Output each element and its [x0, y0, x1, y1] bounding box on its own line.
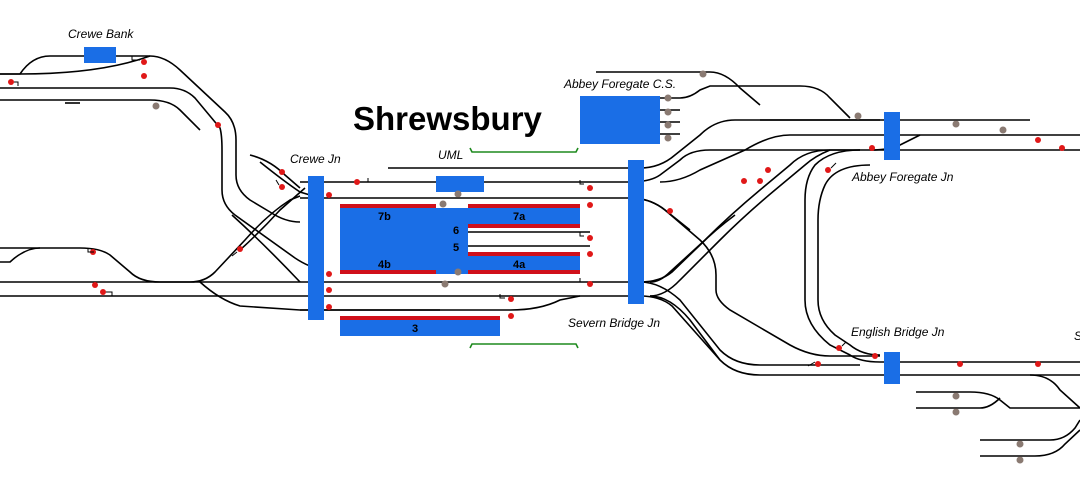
- platform-4a-edge-bottom: [468, 270, 580, 274]
- label-abbey-foregate-jn: Abbey Foregate Jn: [851, 170, 954, 184]
- uml-block: [436, 176, 484, 192]
- label-crewe-jn: Crewe Jn: [290, 152, 341, 166]
- main-signals: [8, 59, 1065, 367]
- platform-label-3: 3: [412, 323, 418, 335]
- platforms: [84, 47, 900, 384]
- signal-posts: [14, 56, 847, 367]
- crewe-bank-block: [84, 47, 116, 63]
- label-severn-bridge-jn: Severn Bridge Jn: [568, 316, 660, 330]
- platform-3-edge: [340, 316, 500, 320]
- label-abbey-foregate-cs: Abbey Foregate C.S.: [563, 77, 676, 91]
- platform-4b-edge: [340, 270, 436, 274]
- english-bridge-jn-bar: [884, 352, 900, 384]
- station-title: Shrewsbury: [353, 100, 543, 137]
- label-english-bridge-jn: English Bridge Jn: [851, 325, 945, 339]
- platform-label-4b: 4b: [378, 259, 391, 271]
- platform-3-block: [340, 318, 500, 336]
- platform-7a-block: [468, 208, 580, 226]
- platform-4a-edge-top: [468, 252, 580, 256]
- label-cut-off: S: [1074, 329, 1080, 343]
- ground-signals: [152, 70, 1024, 464]
- platform-4a-block: [468, 254, 580, 274]
- abbey-foregate-cs-block: [580, 96, 660, 144]
- abbey-foregate-jn-bar: [884, 112, 900, 160]
- platform-7b-edge: [340, 204, 436, 208]
- platform-main-block: [340, 208, 468, 274]
- platform-7a-edge-bottom: [468, 224, 580, 228]
- platform-7a-edge-top: [468, 204, 580, 208]
- platform-label-4a: 4a: [513, 259, 526, 271]
- platform-label-7b: 7b: [378, 211, 391, 223]
- label-crewe-bank: Crewe Bank: [68, 27, 134, 41]
- platform-label-5: 5: [453, 242, 459, 254]
- platform-label-7a: 7a: [513, 211, 526, 223]
- siding-markers: [469, 147, 579, 349]
- label-uml: UML: [438, 148, 463, 162]
- severn-bridge-bar: [628, 160, 644, 304]
- crewe-jn-bar: [308, 176, 324, 320]
- tracks: [0, 55, 1080, 457]
- platform-label-6: 6: [453, 225, 459, 237]
